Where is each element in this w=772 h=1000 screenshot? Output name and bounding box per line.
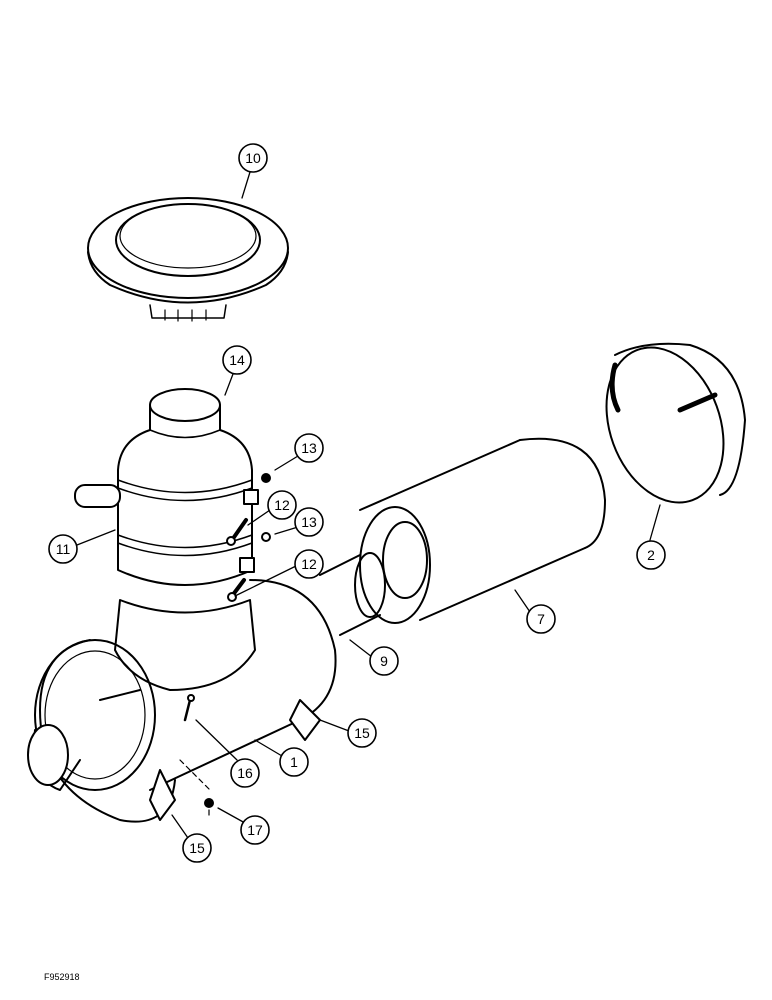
leader-lines xyxy=(76,171,661,839)
callout-11: 11 xyxy=(48,534,78,564)
callout-15-right: 15 xyxy=(347,718,377,748)
figure-id: F952918 xyxy=(44,972,80,982)
callout-16: 16 xyxy=(230,758,260,788)
callout-15-left: 15 xyxy=(182,833,212,863)
clamp-hardware xyxy=(226,473,271,602)
end-cover-part xyxy=(605,342,746,504)
svg-text:1: 1 xyxy=(290,754,298,770)
callout-12-upper: 12 xyxy=(267,490,297,520)
callout-13-lower: 13 xyxy=(294,507,324,537)
svg-text:14: 14 xyxy=(229,352,245,368)
svg-text:12: 12 xyxy=(301,556,317,572)
callout-1: 1 xyxy=(279,747,309,777)
svg-text:7: 7 xyxy=(537,611,545,627)
filter-element-part xyxy=(359,437,606,624)
svg-text:13: 13 xyxy=(301,514,317,530)
svg-text:13: 13 xyxy=(301,440,317,456)
precleaner-cap-part xyxy=(87,197,289,322)
callout-12-lower: 12 xyxy=(294,549,324,579)
callouts: 10 14 13 12 13 11 12 2 7 9 15 1 16 17 15 xyxy=(48,143,666,863)
svg-text:16: 16 xyxy=(237,765,253,781)
callout-14: 14 xyxy=(222,345,252,375)
callout-13-upper: 13 xyxy=(294,433,324,463)
callout-17: 17 xyxy=(240,815,270,845)
callout-7: 7 xyxy=(526,604,556,634)
svg-text:15: 15 xyxy=(189,840,205,856)
svg-text:10: 10 xyxy=(245,150,261,166)
svg-text:2: 2 xyxy=(647,547,655,563)
callout-2: 2 xyxy=(636,540,666,570)
precleaner-body-part xyxy=(74,388,253,586)
outlet-tube-part xyxy=(319,552,386,636)
svg-text:12: 12 xyxy=(274,497,290,513)
callout-9: 9 xyxy=(369,646,399,676)
svg-text:9: 9 xyxy=(380,653,388,669)
svg-text:17: 17 xyxy=(247,822,263,838)
callout-10: 10 xyxy=(238,143,268,173)
svg-text:11: 11 xyxy=(56,541,71,557)
svg-text:15: 15 xyxy=(354,725,370,741)
air-cleaner-housing-part xyxy=(27,579,337,823)
